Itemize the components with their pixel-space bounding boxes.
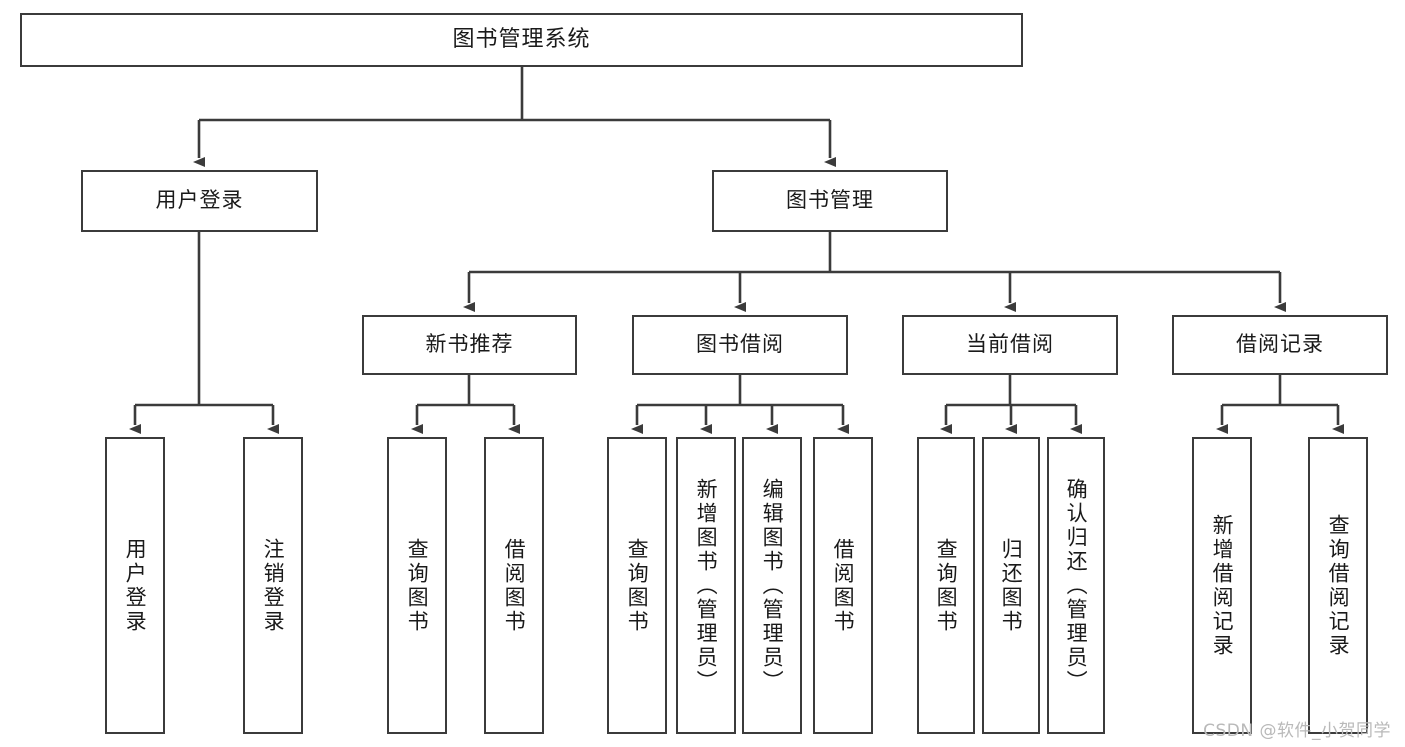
node-leaf-confirm-return[interactable]: 确认归还（管理员） bbox=[1047, 437, 1105, 734]
node-leaf-logout-login[interactable]: 注销登录 bbox=[243, 437, 303, 734]
node-leaf-add-record-label: 新增借阅记录 bbox=[1210, 513, 1235, 658]
node-borrow-record-label: 借阅记录 bbox=[1236, 332, 1324, 357]
node-leaf-query-book-1-label: 查询图书 bbox=[405, 537, 430, 634]
node-leaf-return-book[interactable]: 归还图书 bbox=[982, 437, 1040, 734]
node-user-login-label: 用户登录 bbox=[155, 188, 244, 213]
node-leaf-logout-login-label: 注销登录 bbox=[261, 537, 286, 634]
node-leaf-query-book-2-label: 查询图书 bbox=[625, 537, 650, 634]
node-leaf-edit-book-label: 编辑图书（管理员） bbox=[760, 477, 785, 694]
node-root[interactable]: 图书管理系统 bbox=[20, 13, 1023, 67]
node-leaf-borrow-book-2[interactable]: 借阅图书 bbox=[813, 437, 873, 734]
node-book-borrow[interactable]: 图书借阅 bbox=[632, 315, 848, 375]
node-leaf-query-book-2[interactable]: 查询图书 bbox=[607, 437, 667, 734]
node-current-borrow[interactable]: 当前借阅 bbox=[902, 315, 1118, 375]
node-current-borrow-label: 当前借阅 bbox=[966, 332, 1054, 357]
node-leaf-query-record-label: 查询借阅记录 bbox=[1326, 513, 1351, 658]
node-book-manage[interactable]: 图书管理 bbox=[712, 170, 948, 232]
node-new-book-rec-label: 新书推荐 bbox=[425, 332, 514, 357]
node-user-login[interactable]: 用户登录 bbox=[81, 170, 318, 232]
node-leaf-return-book-label: 归还图书 bbox=[999, 537, 1024, 634]
node-borrow-record[interactable]: 借阅记录 bbox=[1172, 315, 1388, 375]
watermark: CSDN @软件_小贺同学 bbox=[1203, 721, 1391, 741]
node-leaf-user-login[interactable]: 用户登录 bbox=[105, 437, 165, 734]
node-leaf-user-login-label: 用户登录 bbox=[123, 537, 148, 634]
node-leaf-add-book[interactable]: 新增图书（管理员） bbox=[676, 437, 736, 734]
node-leaf-borrow-book-1[interactable]: 借阅图书 bbox=[484, 437, 544, 734]
node-leaf-confirm-return-label: 确认归还（管理员） bbox=[1064, 477, 1089, 694]
node-book-manage-label: 图书管理 bbox=[786, 188, 874, 213]
node-leaf-borrow-book-2-label: 借阅图书 bbox=[831, 537, 856, 634]
node-leaf-query-book-1[interactable]: 查询图书 bbox=[387, 437, 447, 734]
node-leaf-add-record[interactable]: 新增借阅记录 bbox=[1192, 437, 1252, 734]
node-book-borrow-label: 图书借阅 bbox=[696, 332, 784, 357]
node-leaf-add-book-label: 新增图书（管理员） bbox=[694, 477, 719, 694]
node-root-label: 图书管理系统 bbox=[452, 26, 591, 52]
node-new-book-rec[interactable]: 新书推荐 bbox=[362, 315, 577, 375]
node-leaf-query-record[interactable]: 查询借阅记录 bbox=[1308, 437, 1368, 734]
node-leaf-query-book-3[interactable]: 查询图书 bbox=[917, 437, 975, 734]
node-leaf-edit-book[interactable]: 编辑图书（管理员） bbox=[742, 437, 802, 734]
node-leaf-query-book-3-label: 查询图书 bbox=[934, 537, 959, 634]
node-leaf-borrow-book-1-label: 借阅图书 bbox=[502, 537, 527, 634]
